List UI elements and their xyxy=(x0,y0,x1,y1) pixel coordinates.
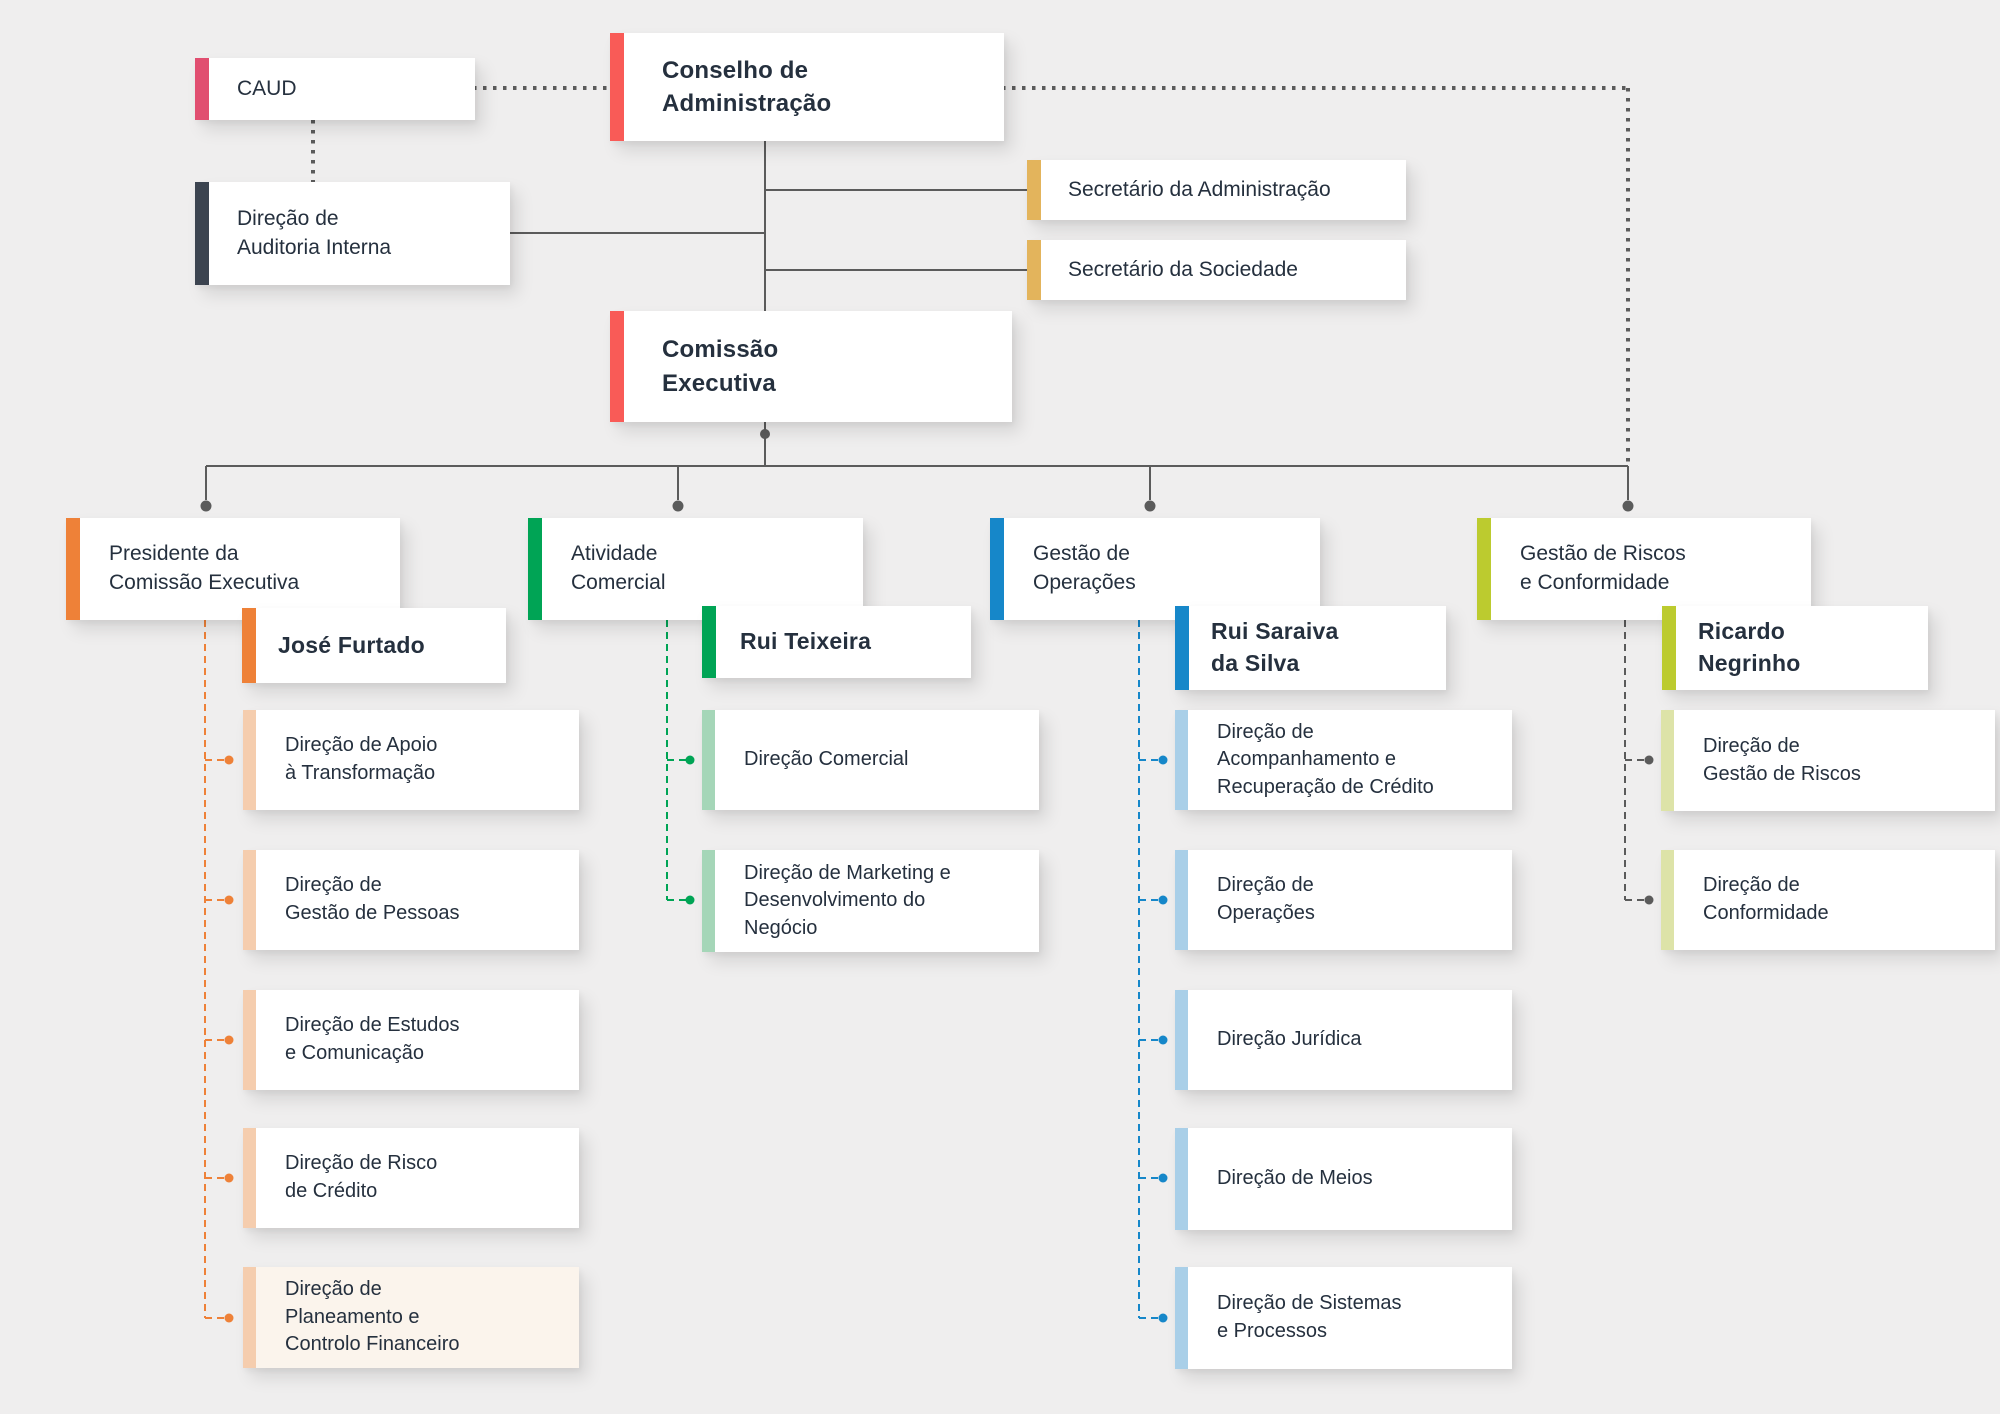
dept-label: Direção de Sistemas e Processos xyxy=(1217,1292,1402,1342)
connector-dotted-governance xyxy=(311,86,1630,462)
lead-ricardo-negrinho: Ricardo Negrinho xyxy=(1662,606,1928,690)
connector-dashed-comercial xyxy=(666,620,695,905)
connector-dashed-riscos xyxy=(1624,620,1654,905)
branch-header-riscos-label: Gestão de Riscos e Conformidade xyxy=(1520,542,1686,594)
connector-dashed-presidente xyxy=(204,620,234,1323)
dept-label: Direção de Meios xyxy=(1217,1167,1373,1190)
dept-label: Direção de Acompanhamento e Recuperação … xyxy=(1217,720,1434,798)
dept-label: Direção Jurídica xyxy=(1217,1028,1362,1051)
lead-jose-furtado-label: José Furtado xyxy=(278,631,425,658)
branch-header-atividade-comercial: Atividade Comercial xyxy=(528,518,863,620)
node-conselho-administracao: Conselho de Administração xyxy=(610,33,1004,141)
node-auditoria-interna: Direção de Auditoria Interna xyxy=(195,182,510,285)
node-secretario-sociedade-label: Secretário da Sociedade xyxy=(1068,257,1298,281)
branch-header-gestao-operacoes: Gestão de Operações xyxy=(990,518,1320,620)
connector-dashed-operacoes xyxy=(1138,620,1168,1323)
dept-label: Direção de Operações xyxy=(1217,874,1315,924)
node-caud: CAUD xyxy=(195,58,475,120)
dept-comercial: Direção Comercial xyxy=(702,710,1039,810)
dept-estudos-comunicacao: Direção de Estudos e Comunicação xyxy=(243,990,579,1090)
connector-solid-tree xyxy=(200,141,1634,512)
dept-planeamento-controlo-financeiro: Direção de Planeamento e Controlo Financ… xyxy=(243,1267,579,1368)
lead-rui-teixeira: Rui Teixeira xyxy=(702,606,971,678)
branch-header-operacoes-label: Gestão de Operações xyxy=(1033,542,1136,594)
dept-marketing-desenvolvimento: Direção de Marketing e Desenvolvimento d… xyxy=(702,850,1039,952)
branch-header-atividade-label: Atividade Comercial xyxy=(571,542,666,594)
dept-apoio-transformacao: Direção de Apoio à Transformação xyxy=(243,710,579,810)
branch-header-presidente-label: Presidente da Comissão Executiva xyxy=(109,542,300,594)
dept-label: Direção Comercial xyxy=(744,748,909,771)
dept-label: Direção de Gestão de Riscos xyxy=(1703,734,1861,785)
node-secretario-administracao: Secretário da Administração xyxy=(1027,160,1406,220)
dept-label: Direção de Gestão de Pessoas xyxy=(285,874,460,924)
dept-conformidade: Direção de Conformidade xyxy=(1661,850,1995,950)
branch-header-gestao-riscos: Gestão de Riscos e Conformidade xyxy=(1477,518,1811,620)
dept-label: Direção de Estudos e Comunicação xyxy=(285,1014,460,1064)
node-secretario-sociedade: Secretário da Sociedade xyxy=(1027,240,1406,300)
branch-header-presidente: Presidente da Comissão Executiva xyxy=(66,518,400,620)
dept-label: Direção de Planeamento e Controlo Financ… xyxy=(285,1278,460,1356)
node-auditoria-label: Direção de Auditoria Interna xyxy=(237,206,392,259)
dept-gestao-riscos: Direção de Gestão de Riscos xyxy=(1661,710,1995,811)
node-comissao-executiva: Comissão Executiva xyxy=(610,311,1012,422)
dept-label: Direção de Apoio à Transformação xyxy=(285,734,438,784)
lead-ricardo-negrinho-label: Ricardo Negrinho xyxy=(1698,618,1801,676)
dept-risco-credito: Direção de Risco de Crédito xyxy=(243,1128,579,1228)
dept-meios: Direção de Meios xyxy=(1175,1128,1512,1230)
node-comissao-label: Comissão Executiva xyxy=(662,336,779,397)
dept-operacoes: Direção de Operações xyxy=(1175,850,1512,950)
dept-label: Direção de Marketing e Desenvolvimento d… xyxy=(744,861,951,939)
dept-sistemas-processos: Direção de Sistemas e Processos xyxy=(1175,1267,1512,1369)
lead-rui-saraiva-label: Rui Saraiva da Silva xyxy=(1211,618,1339,676)
lead-rui-saraiva-da-silva: Rui Saraiva da Silva xyxy=(1175,606,1446,690)
node-conselho-label: Conselho de Administração xyxy=(662,56,832,117)
node-caud-label: CAUD xyxy=(237,76,297,100)
dept-gestao-pessoas: Direção de Gestão de Pessoas xyxy=(243,850,579,950)
lead-jose-furtado: José Furtado xyxy=(242,608,506,683)
dept-label: Direção de Risco de Crédito xyxy=(285,1152,438,1202)
node-secretario-administracao-label: Secretário da Administração xyxy=(1068,177,1331,201)
dept-acompanhamento-recuperacao-credito: Direção de Acompanhamento e Recuperação … xyxy=(1175,710,1512,810)
lead-rui-teixeira-label: Rui Teixeira xyxy=(740,628,872,655)
dept-juridica: Direção Jurídica xyxy=(1175,990,1512,1090)
dept-label: Direção de Conformidade xyxy=(1703,874,1829,924)
